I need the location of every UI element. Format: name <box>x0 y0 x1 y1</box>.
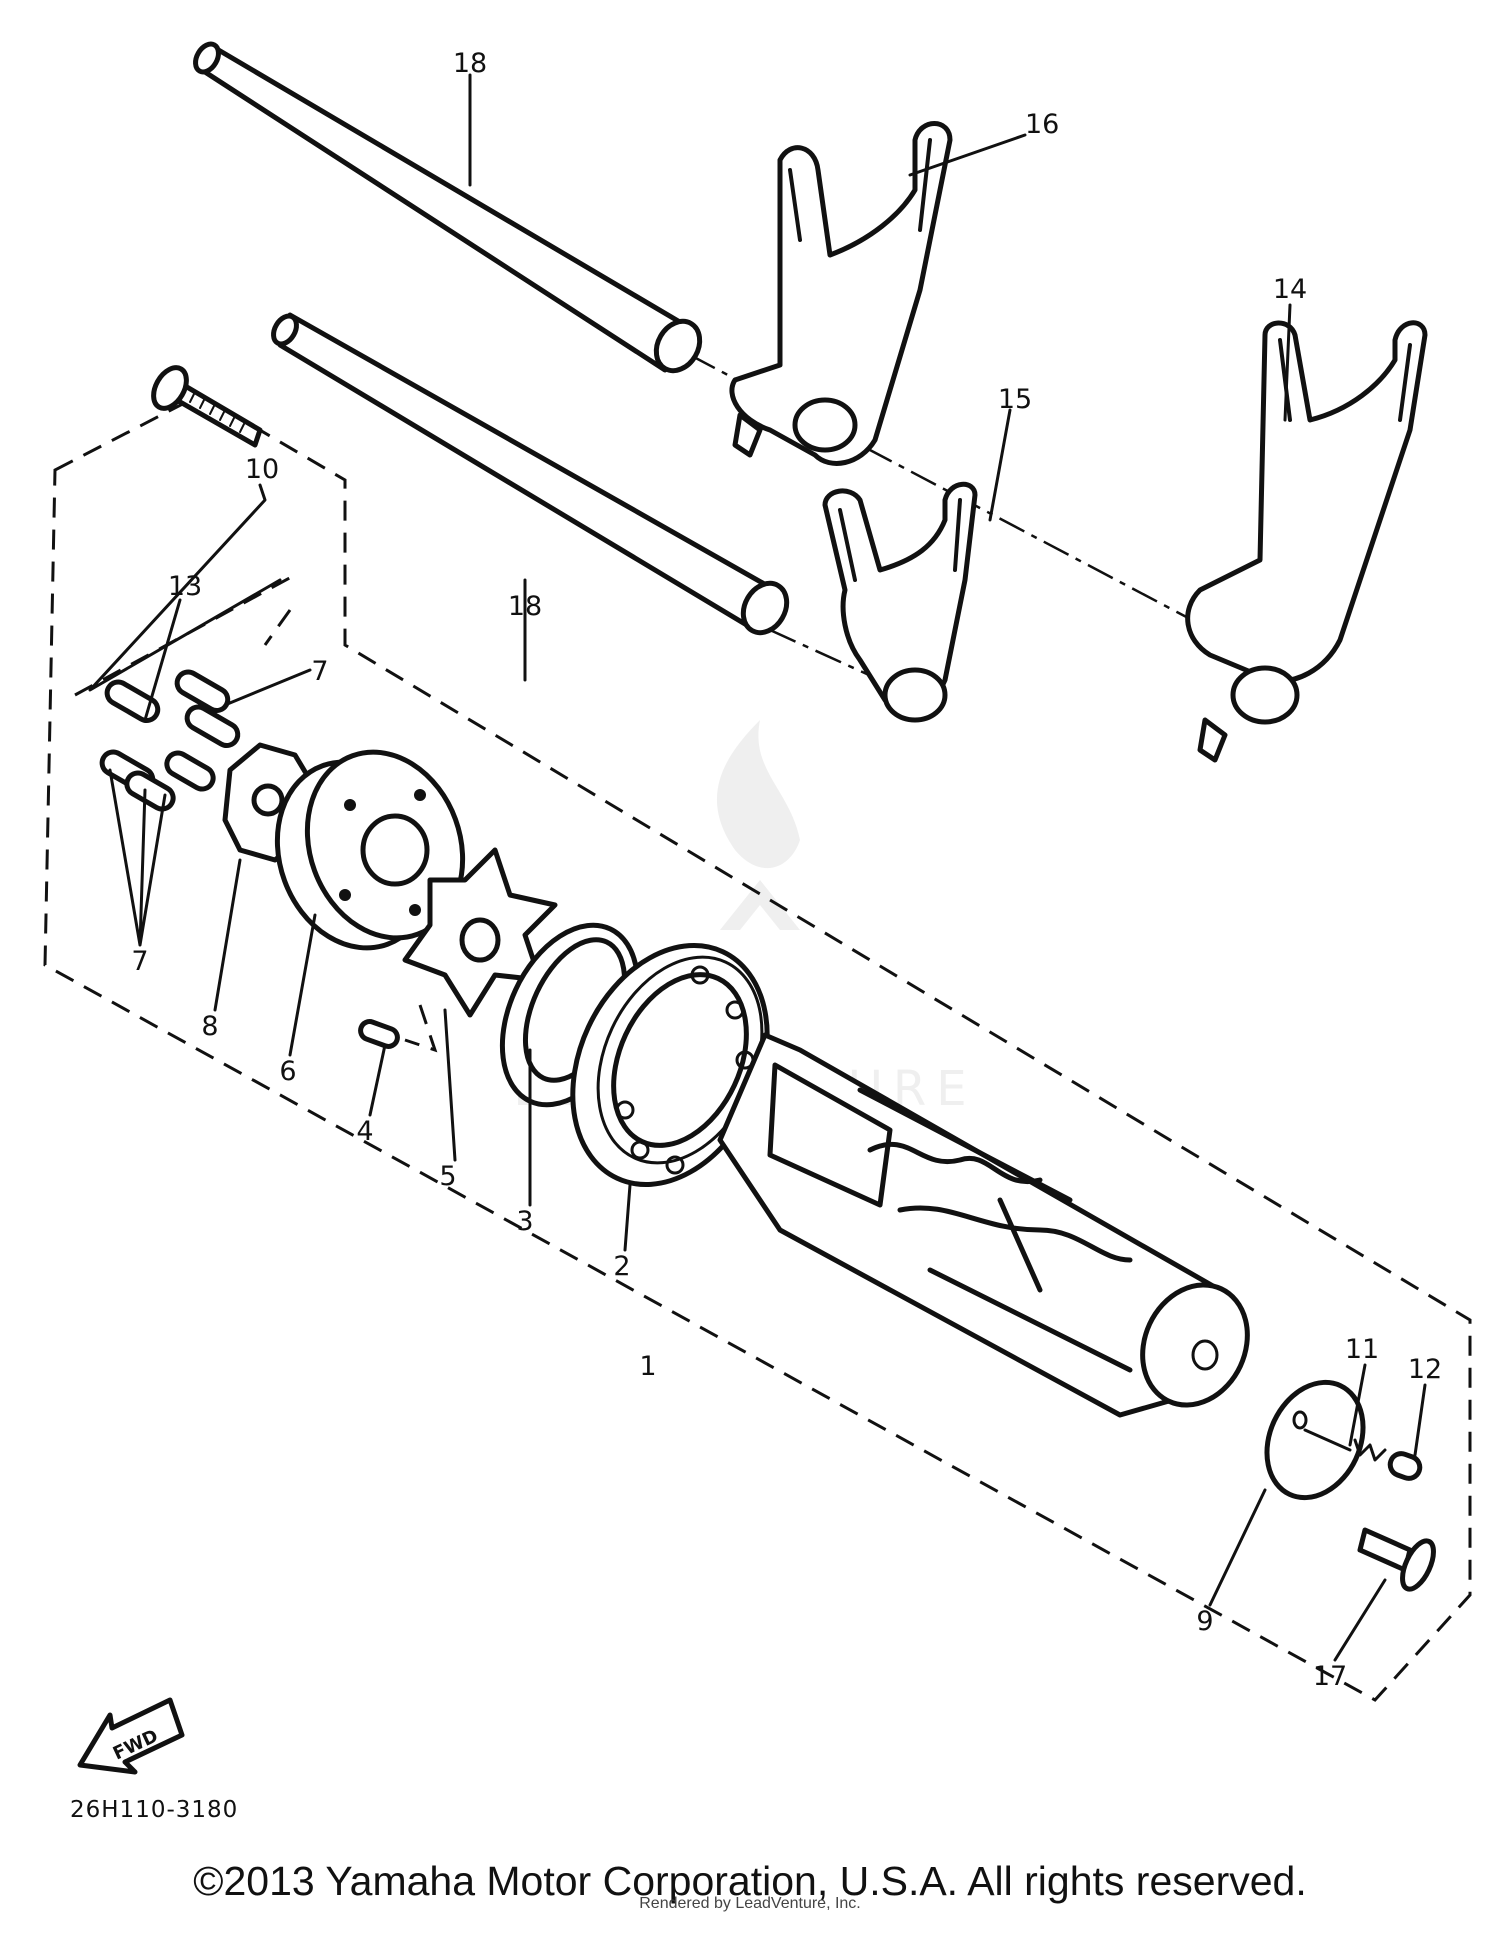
callout-1: 1 <box>639 1351 656 1382</box>
screw-13 <box>1357 1527 1436 1592</box>
callout-7a: 7 <box>311 656 328 687</box>
callout-16: 15 <box>998 384 1032 415</box>
forward-direction-arrow: FWD <box>77 1697 185 1775</box>
shift-fork-shaft-upper <box>193 41 703 374</box>
callout-18b: 18 <box>508 591 542 622</box>
rendered-by-notice: Rendered by LeadVenture, Inc. <box>639 1895 861 1912</box>
shift-fork-15 <box>1185 320 1428 763</box>
callout-7b: 7 <box>131 946 148 977</box>
callout-11: 12 <box>1408 1354 1442 1385</box>
shift-fork-17 <box>729 121 953 466</box>
dowel-pin-4 <box>358 1019 400 1049</box>
callout-labels: 18 18 16 15 14 10 13 7 7 8 6 4 5 3 2 1 1… <box>131 48 1442 1692</box>
pin-10-11 <box>1303 1428 1423 1481</box>
callout-13: 17 <box>1313 1661 1347 1692</box>
pins-7-14 <box>99 669 241 812</box>
screw-9 <box>151 365 263 448</box>
callout-12: 9 <box>1196 1606 1213 1637</box>
diagram-part-code: 26H110-3180 <box>70 1797 239 1823</box>
shift-drum-1 <box>717 1032 1250 1418</box>
callout-2: 2 <box>613 1251 630 1282</box>
leader-lines <box>88 73 1427 1662</box>
callout-14: 13 <box>168 571 202 602</box>
shift-fork-16 <box>822 481 978 723</box>
bearing-2 <box>570 942 770 1188</box>
segment-6 <box>274 749 466 951</box>
callout-10: 11 <box>1345 1334 1379 1365</box>
callout-8: 8 <box>201 1011 218 1042</box>
copyright-notice: ©2013 Yamaha Motor Corporation, U.S.A. A… <box>193 1858 1307 1904</box>
callout-9: 10 <box>245 454 279 485</box>
callout-18a: 18 <box>453 48 487 79</box>
callout-15: 14 <box>1273 274 1307 305</box>
callout-17: 16 <box>1025 109 1059 140</box>
assembly-boundary <box>43 393 1472 1702</box>
plate-12 <box>1264 1379 1366 1501</box>
stopper-plate-5 <box>402 847 558 1018</box>
shaft-axis-lower <box>769 628 881 682</box>
callout-3: 3 <box>516 1206 533 1237</box>
callout-6: 6 <box>279 1056 296 1087</box>
callout-5: 5 <box>439 1161 456 1192</box>
callout-4: 4 <box>356 1116 373 1147</box>
shift-fork-shaft-lower <box>271 312 790 636</box>
